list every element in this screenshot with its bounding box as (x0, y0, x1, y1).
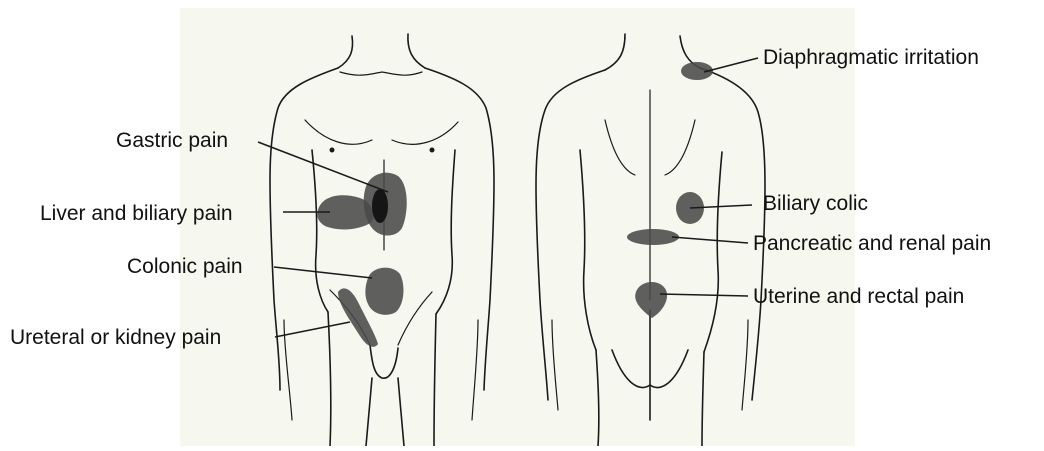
front-left-nipple (330, 148, 335, 153)
label-pancreatic-renal-pain: Pancreatic and renal pain (753, 233, 991, 254)
label-biliary-colic: Biliary colic (763, 193, 868, 214)
label-uterine-rectal-pain: Uterine and rectal pain (753, 286, 964, 307)
label-gastric-pain: Gastric pain (116, 130, 228, 151)
region-gastric-core (372, 189, 388, 223)
region-colonic (365, 268, 403, 315)
label-liver-biliary-pain: Liver and biliary pain (40, 203, 233, 224)
region-pancreatic-renal (627, 229, 679, 245)
front-right-nipple (430, 148, 435, 153)
label-colonic-pain: Colonic pain (127, 256, 243, 277)
label-diaphragmatic-irritation: Diaphragmatic irritation (763, 47, 979, 68)
label-ureteral-kidney-pain: Ureteral or kidney pain (10, 327, 221, 348)
